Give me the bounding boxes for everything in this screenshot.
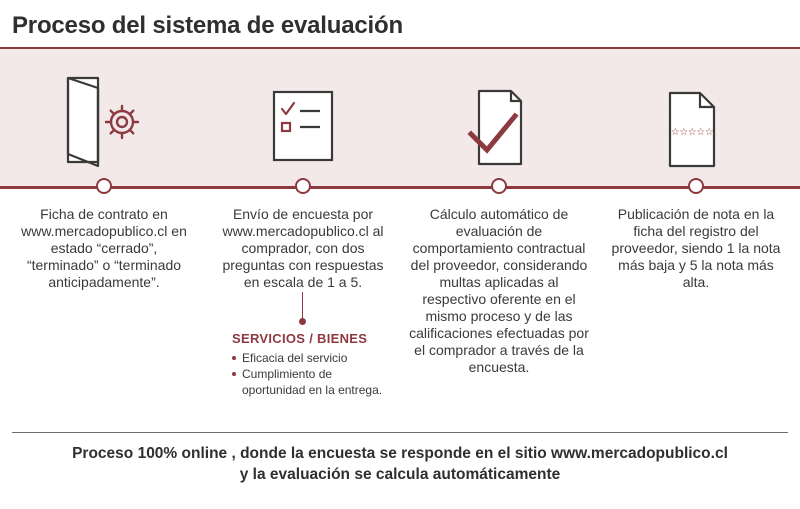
list-item: Cumplimiento de oportunidad en la entreg…: [232, 366, 392, 398]
footer-divider: [12, 432, 788, 433]
footer-note: Proceso 100% online , donde la encuesta …: [0, 443, 800, 485]
step-4-marker: [688, 178, 704, 194]
step-3-text: Cálculo automático de evaluación de comp…: [409, 206, 589, 375]
page-title: Proceso del sistema de evaluación: [12, 12, 403, 39]
step-3-marker: [491, 178, 507, 194]
contract-gear-icon: [66, 76, 140, 168]
heading-separator: /: [309, 331, 314, 346]
services-heading: SERVICIOS / BIENES: [232, 331, 392, 346]
document-stars-icon: ☆☆☆☆☆: [668, 91, 716, 168]
timeline-line: [0, 186, 800, 189]
goods-label: BIENES: [317, 331, 368, 346]
step-1-text: Ficha de contrato en www.mercadopublico.…: [21, 206, 187, 290]
services-connector: [302, 292, 303, 320]
svg-text:☆☆☆☆☆: ☆☆☆☆☆: [671, 127, 714, 138]
footer-line-1: Proceso 100% online , donde la encuesta …: [72, 445, 728, 462]
step-1-marker: [96, 178, 112, 194]
services-box: SERVICIOS / BIENES Eficacia del servicio…: [232, 331, 392, 398]
services-connector-dot: [299, 318, 306, 325]
services-list: Eficacia del servicio Cumplimiento de op…: [232, 350, 392, 398]
document-check-icon: [467, 89, 523, 166]
step-4-text: Publicación de nota en la ficha del regi…: [611, 206, 781, 290]
checklist-icon: [272, 90, 334, 162]
step-2-text: Envío de encuesta por www.mercadopublico…: [222, 206, 384, 290]
services-label: SERVICIOS: [232, 331, 306, 346]
step-2-marker: [295, 178, 311, 194]
footer-line-2: y la evaluación se calcula automáticamen…: [239, 466, 561, 483]
list-item: Eficacia del servicio: [232, 350, 392, 366]
